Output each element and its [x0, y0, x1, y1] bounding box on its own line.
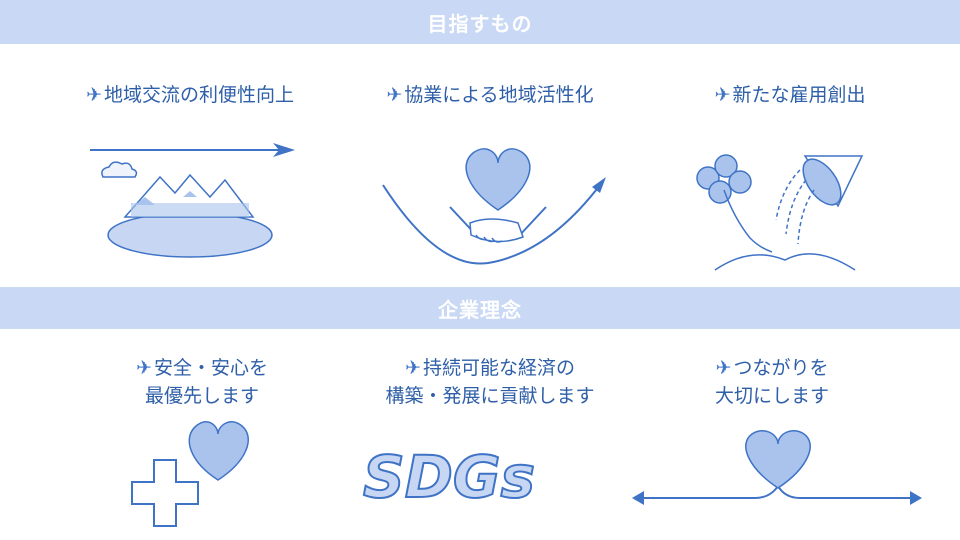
- connection-heart-illustration: [632, 430, 922, 505]
- safety-cross-heart-illustration: [131, 421, 249, 527]
- philosophy-line1: 安全・安心を: [153, 357, 268, 379]
- water-drops: [775, 169, 815, 245]
- philosophy-header-band: 企業理念: [0, 287, 960, 329]
- philosophy-line2: 最優先します: [144, 385, 259, 407]
- growth-curve-line: [382, 184, 601, 265]
- medical-cross-icon: [131, 459, 199, 527]
- arrow-left-icon: [632, 491, 644, 505]
- sdgs-logo-text: SDGs: [363, 443, 535, 511]
- island-illustration: [90, 143, 295, 258]
- cloud-icon: [101, 161, 138, 178]
- heart-icon: [465, 148, 531, 211]
- sdgs-logo: SDGs: [362, 442, 536, 512]
- clover-flower-icon: [696, 154, 773, 253]
- philosophy-item-2: ✈持続可能な経済の 構築・発展に貢献します: [340, 354, 640, 410]
- philosophy-line2: 構築・発展に貢献します: [385, 385, 595, 407]
- mountains: [123, 173, 255, 218]
- goal-label: 協業による地域活性化: [404, 84, 594, 106]
- airplane-icon: ✈: [86, 84, 102, 106]
- heart-icon: [745, 430, 811, 489]
- philosophy-line2: 大切にします: [714, 385, 829, 407]
- philosophy-item-3: ✈つながりを 大切にします: [622, 354, 922, 410]
- airplane-icon: ✈: [714, 84, 731, 106]
- heart-icon: [188, 421, 249, 481]
- handshake-icon: [449, 206, 547, 243]
- goal-item-1: ✈地域交流の利便性向上: [40, 80, 340, 107]
- arrow-head-icon: [592, 177, 606, 193]
- goal-item-3: ✈新たな雇用創出: [640, 80, 940, 107]
- goals-title: 目指すもの: [427, 11, 533, 36]
- philosophy-item-1: ✈安全・安心を 最優先します: [52, 354, 352, 410]
- philosophy-line1: 持続可能な経済の: [422, 357, 575, 379]
- airplane-icon: ✈: [136, 357, 152, 379]
- airplane-icon: ✈: [405, 357, 421, 379]
- island-ground: [107, 212, 273, 258]
- arrow-head-icon: [273, 143, 295, 157]
- goal-label: 新たな雇用創出: [732, 84, 866, 106]
- flower-illustration: [696, 154, 864, 271]
- goals-header-band: 目指すもの: [0, 0, 960, 44]
- watering-can-icon: [802, 155, 864, 208]
- goal-label: 地域交流の利便性向上: [103, 84, 294, 106]
- airplane-icon: ✈: [715, 357, 732, 379]
- goal-item-2: ✈協業による地域活性化: [340, 80, 640, 107]
- philosophy-line1: つながりを: [733, 357, 829, 379]
- airplane-icon: ✈: [386, 84, 403, 106]
- philosophy-title: 企業理念: [438, 297, 522, 322]
- handshake-illustration: [382, 148, 606, 265]
- ground-line: [714, 253, 856, 271]
- arrow-right-icon: [910, 491, 922, 505]
